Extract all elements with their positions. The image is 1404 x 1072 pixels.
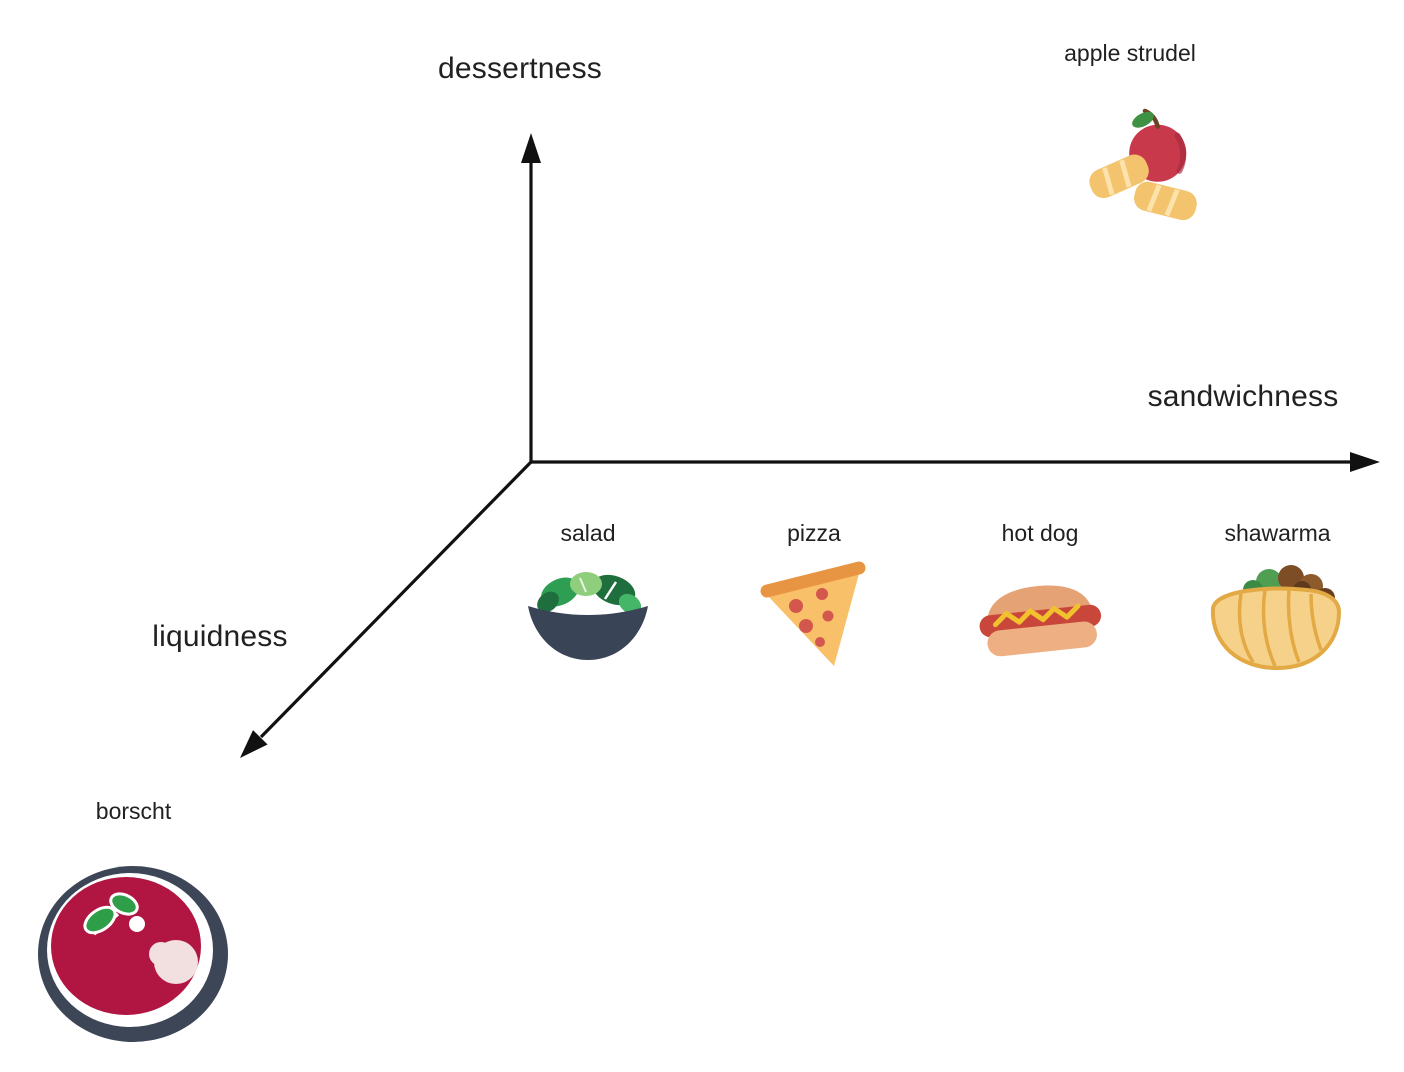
item-label-pizza: pizza bbox=[787, 520, 841, 546]
axis-label-sandwichness: sandwichness bbox=[1147, 380, 1339, 413]
hot-dog-icon bbox=[979, 585, 1102, 657]
apple-strudel-icon bbox=[1089, 108, 1197, 221]
item-label-salad: salad bbox=[560, 520, 616, 546]
item-label-apple-strudel: apple strudel bbox=[1064, 40, 1196, 66]
pizza-slice-icon bbox=[760, 561, 866, 666]
liquidness-axis-line bbox=[259, 460, 533, 739]
item-label-shawarma: shawarma bbox=[1224, 520, 1331, 546]
shawarma-pita-icon bbox=[1210, 565, 1342, 671]
axis-label-dessertness: dessertness bbox=[438, 52, 602, 85]
salad-bowl-icon bbox=[528, 572, 648, 660]
sandwichness-axis-arrowhead-icon bbox=[1350, 452, 1380, 472]
liquidness-axis-arrowhead-icon bbox=[240, 730, 268, 758]
item-label-borscht: borscht bbox=[95, 798, 172, 824]
dessertness-axis-arrowhead-icon bbox=[521, 133, 541, 163]
item-label-hot-dog: hot dog bbox=[1001, 520, 1079, 546]
borscht-bowl-icon bbox=[38, 866, 228, 1042]
axis-label-liquidness: liquidness bbox=[152, 620, 288, 653]
